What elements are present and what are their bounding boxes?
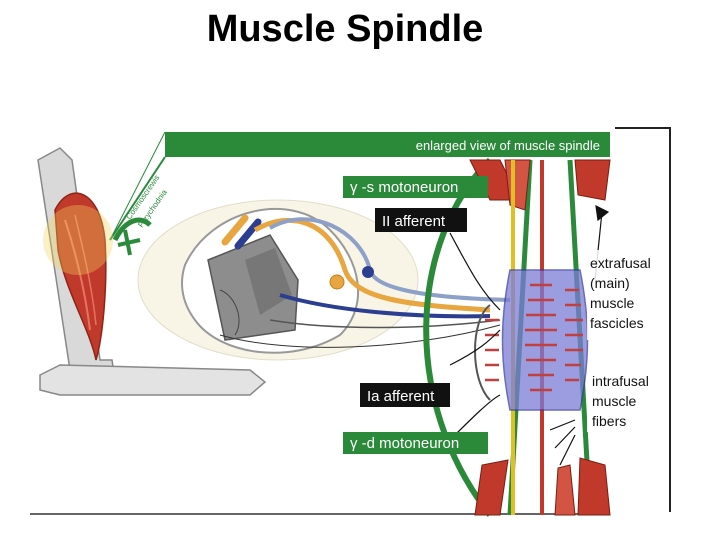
zoom-line-top xyxy=(109,156,166,241)
intrafusal-label-3: fibers xyxy=(592,413,626,429)
spindle-highlight xyxy=(43,205,113,275)
gamma-s-label: γ -s motoneuron xyxy=(350,179,458,196)
spindle-coils xyxy=(485,283,583,392)
ia-afferent-label: Ia afferent xyxy=(367,388,435,405)
forearm-bone xyxy=(39,364,267,396)
gamma-d-label: γ -d motoneuron xyxy=(350,435,459,452)
blue-root xyxy=(234,218,262,250)
extrafusal-label-4: fascicles xyxy=(590,315,644,331)
ii-afferent-label-group: II afferent xyxy=(375,208,467,232)
page-title: Muscle Spindle xyxy=(206,8,484,50)
gamma-d-label-group: γ -d motoneuron xyxy=(343,432,488,454)
extrafusal-label-1: extrafusal xyxy=(590,255,651,271)
right-frame xyxy=(615,127,671,512)
header-banner xyxy=(165,132,610,157)
extrafusal-fascicles xyxy=(469,159,611,516)
extrafusal-label-2: (main) xyxy=(590,275,630,291)
intrafusal-label-2: muscle xyxy=(592,393,637,409)
intrafusal-label-1: intrafusal xyxy=(592,373,649,389)
arm-illustration xyxy=(37,147,267,396)
orange-root xyxy=(221,214,249,246)
muscle-spindle-diagram: enlarged view of muscle spindle Cosmoscr… xyxy=(30,127,671,517)
ia-afferent-label-group: Ia afferent xyxy=(360,383,450,407)
ii-afferent-label: II afferent xyxy=(382,213,446,230)
gamma-s-label-group: γ -s motoneuron xyxy=(343,176,488,198)
enlarged-view-label: enlarged view of muscle spindle xyxy=(416,138,600,153)
blue-nerve-fiber xyxy=(279,293,491,319)
extrafusal-label-3: muscle xyxy=(590,295,635,311)
zoom-line-top2 xyxy=(109,131,166,241)
spindle-capsule xyxy=(474,269,589,411)
